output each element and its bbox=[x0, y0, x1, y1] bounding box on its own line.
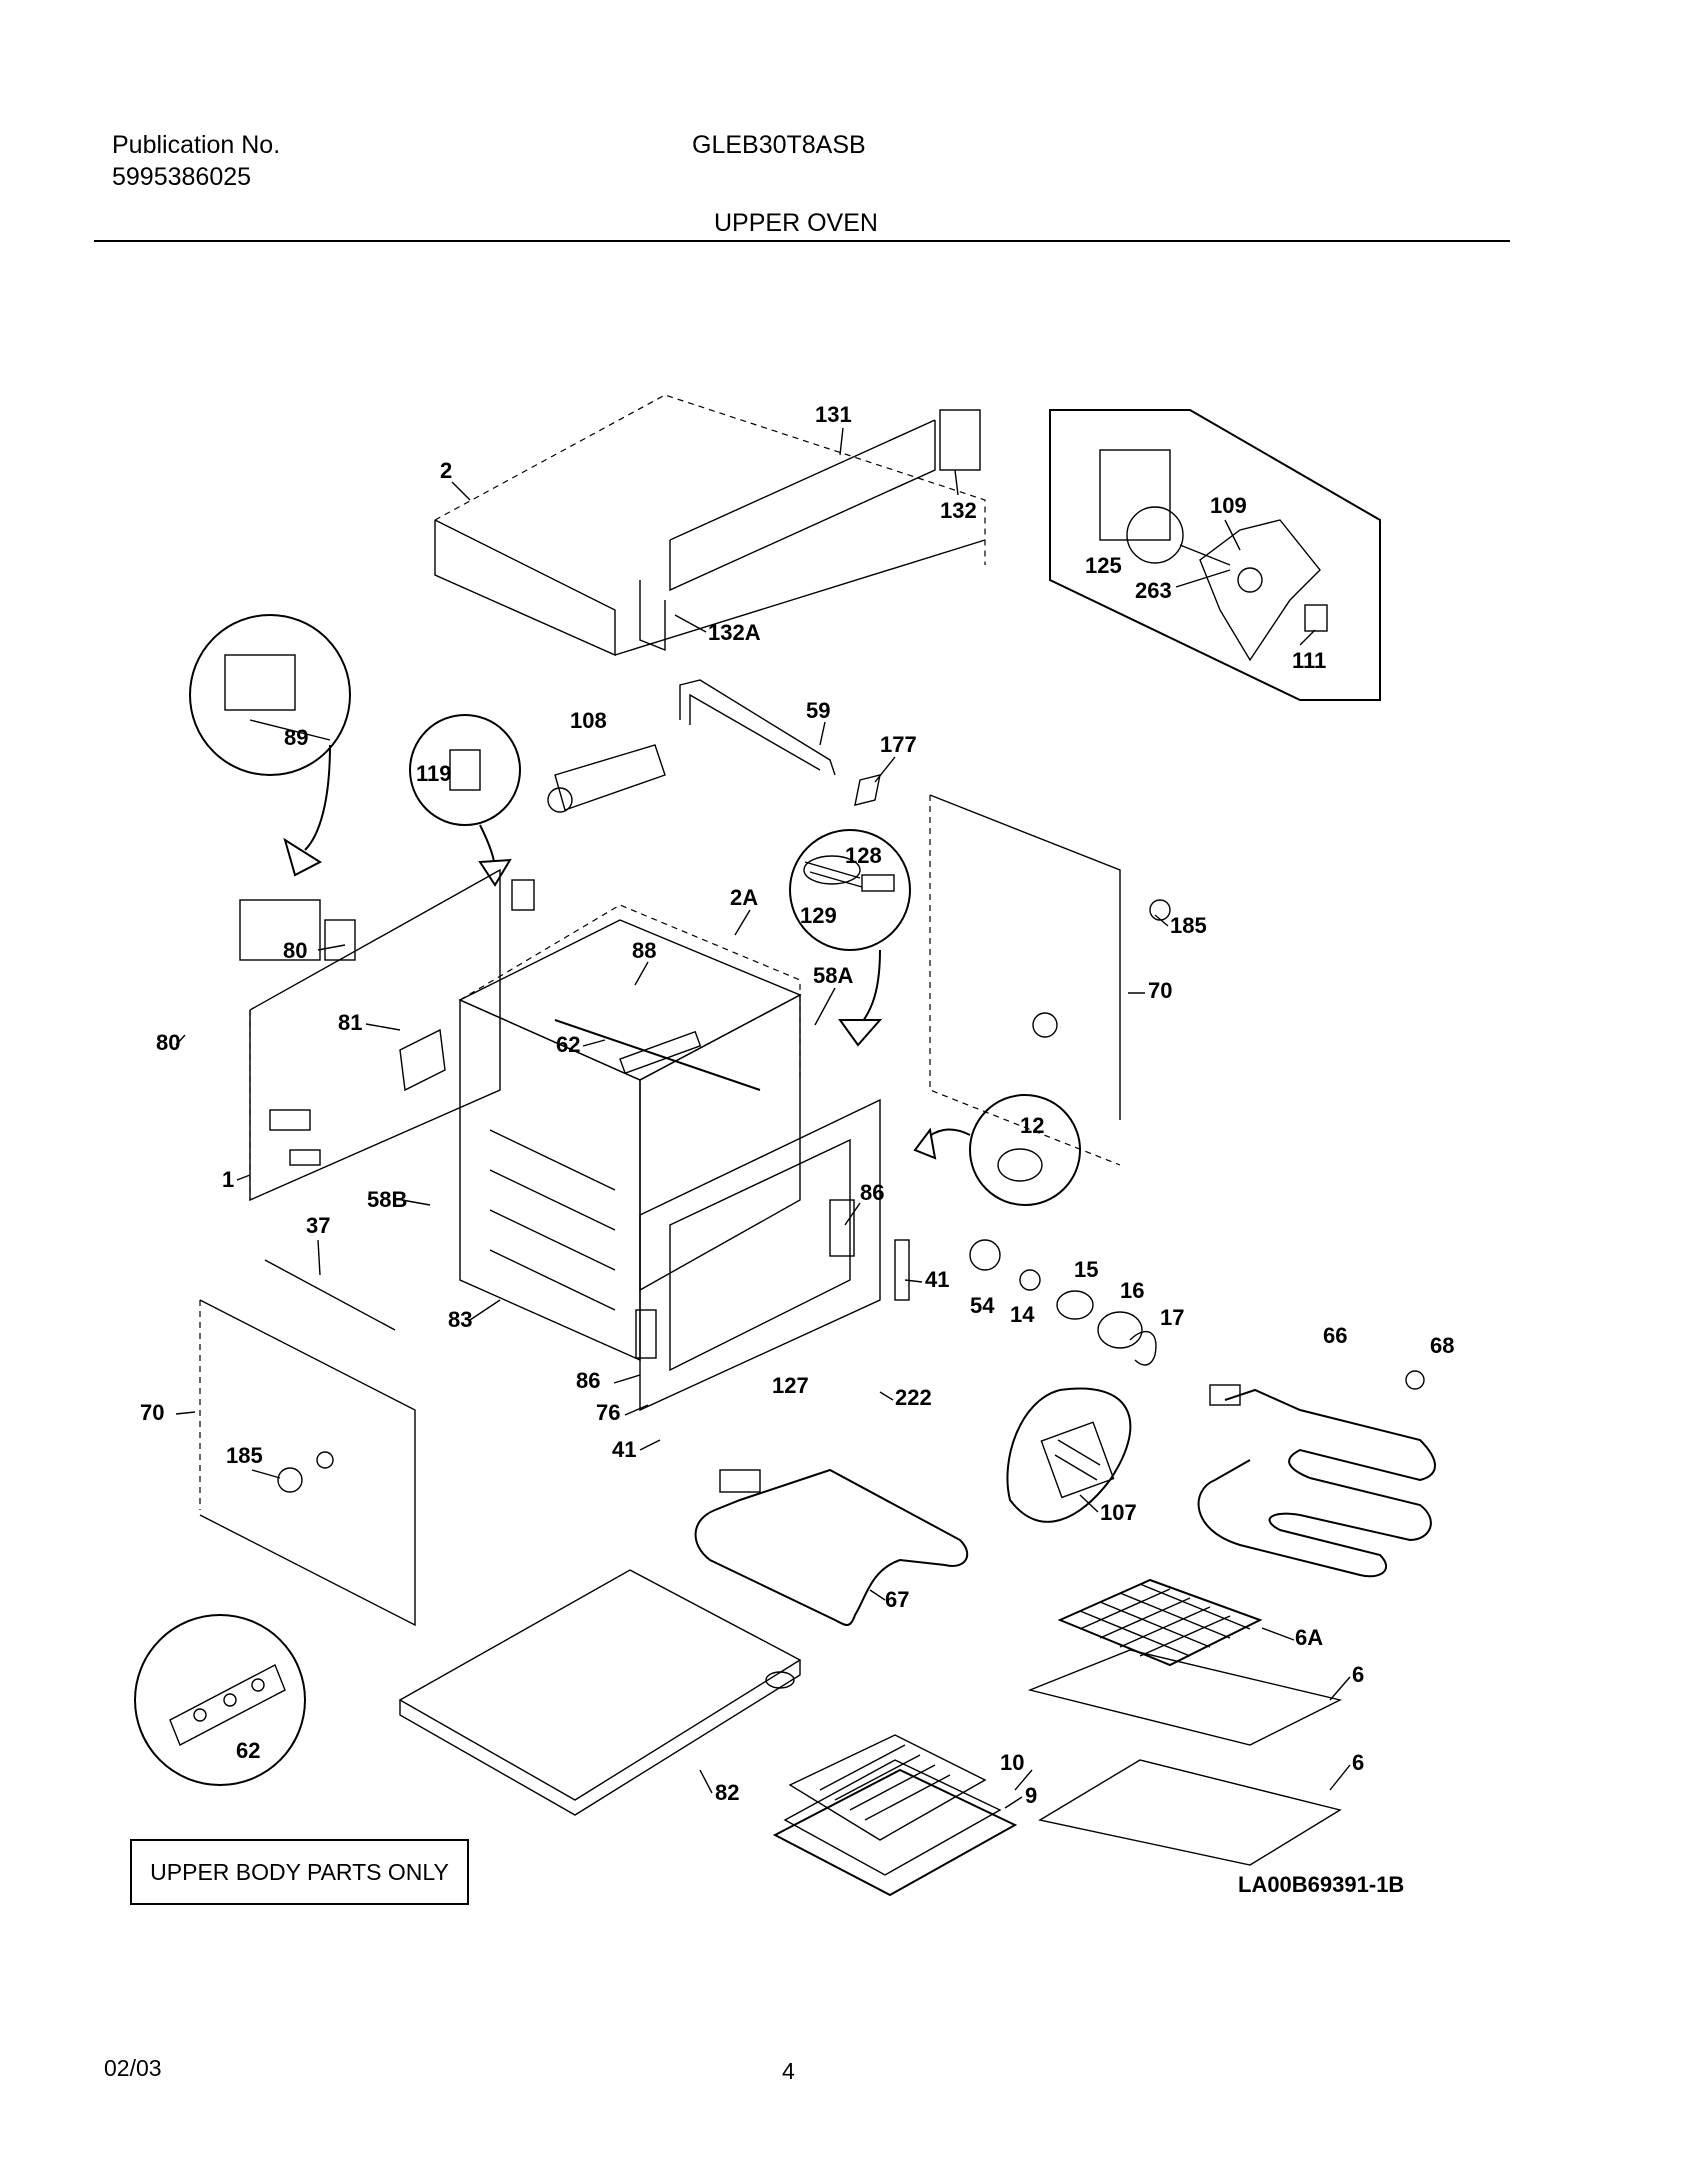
callout-54: 54 bbox=[970, 1293, 995, 1318]
callout-131: 131 bbox=[815, 402, 852, 427]
footer-page-number: 4 bbox=[782, 2058, 795, 2084]
inset-89 bbox=[189, 614, 356, 961]
broil-element-66 bbox=[1197, 1370, 1436, 1578]
callout-108: 108 bbox=[570, 708, 607, 733]
callout-109: 109 bbox=[1210, 493, 1247, 518]
callout-129: 129 bbox=[800, 903, 837, 928]
callout-81: 81 bbox=[338, 1010, 362, 1035]
callout-1: 1 bbox=[222, 1167, 234, 1192]
callout-119: 119 bbox=[416, 761, 452, 786]
section-title: UPPER OVEN bbox=[714, 209, 878, 237]
model-number: GLEB30T8ASB bbox=[692, 131, 866, 159]
callout-83: 83 bbox=[448, 1307, 472, 1332]
callout-labels: 2 131 132 132A 125 109 263 111 89 108 59… bbox=[140, 402, 1454, 1808]
callout-88: 88 bbox=[632, 938, 656, 963]
footer-date: 02/03 bbox=[104, 2055, 162, 2081]
broil-pan bbox=[772, 1734, 1018, 1897]
callout-2a: 2A bbox=[730, 885, 758, 910]
callout-14: 14 bbox=[1010, 1302, 1035, 1327]
callout-127: 127 bbox=[772, 1373, 809, 1398]
callout-222: 222 bbox=[895, 1385, 932, 1410]
oven-cavity bbox=[458, 904, 881, 1412]
upper-body-parts-note: UPPER BODY PARTS ONLY bbox=[130, 1839, 469, 1905]
callout-82: 82 bbox=[715, 1780, 739, 1805]
callout-67: 67 bbox=[885, 1587, 909, 1612]
callout-59: 59 bbox=[806, 698, 830, 723]
callout-177: 177 bbox=[880, 732, 917, 757]
callout-41-right: 41 bbox=[925, 1267, 949, 1292]
callout-132: 132 bbox=[940, 498, 977, 523]
callout-16: 16 bbox=[1120, 1278, 1144, 1303]
bake-element-67 bbox=[694, 1468, 969, 1626]
callout-6-lower: 6 bbox=[1352, 1750, 1364, 1775]
callout-86-lower: 86 bbox=[576, 1368, 600, 1393]
callout-86-upper: 86 bbox=[860, 1180, 884, 1205]
callout-12: 12 bbox=[1020, 1113, 1044, 1138]
left-lower-panel bbox=[199, 1259, 416, 1627]
leader-lines bbox=[175, 427, 1351, 1809]
callout-185-right: 185 bbox=[1170, 913, 1207, 938]
inset-12 bbox=[913, 1094, 1081, 1206]
callout-76: 76 bbox=[596, 1400, 620, 1425]
right-side-panel bbox=[929, 794, 1171, 1166]
callout-125: 125 bbox=[1085, 553, 1122, 578]
oven-racks bbox=[1027, 1578, 1343, 1866]
callout-37: 37 bbox=[306, 1213, 330, 1238]
callout-89: 89 bbox=[284, 725, 308, 750]
publication-label: Publication No. bbox=[112, 131, 281, 159]
callout-70-right: 70 bbox=[1148, 978, 1172, 1003]
header-rule bbox=[94, 240, 1510, 242]
callout-15: 15 bbox=[1074, 1257, 1098, 1282]
callout-111: 111 bbox=[1292, 648, 1326, 673]
callout-66: 66 bbox=[1323, 1323, 1347, 1348]
inset-62 bbox=[134, 1614, 306, 1786]
element-108-and-tube-59 bbox=[547, 679, 881, 813]
publication-number: 5995386025 bbox=[112, 163, 252, 191]
callout-68: 68 bbox=[1430, 1333, 1454, 1358]
callout-70-left: 70 bbox=[140, 1400, 164, 1425]
callout-6a: 6A bbox=[1295, 1625, 1323, 1650]
callout-6-upper: 6 bbox=[1352, 1662, 1364, 1687]
inset-119 bbox=[409, 714, 535, 911]
callout-132a: 132A bbox=[708, 620, 761, 645]
bottom-panel-82 bbox=[398, 1569, 802, 1816]
callout-58a: 58A bbox=[813, 963, 853, 988]
callout-9: 9 bbox=[1025, 1783, 1037, 1808]
light-assembly bbox=[894, 1239, 1157, 1366]
top-panel-assembly bbox=[434, 394, 986, 657]
callout-263: 263 bbox=[1135, 578, 1172, 603]
callout-185-left: 185 bbox=[226, 1443, 263, 1468]
callout-80-lower: 80 bbox=[156, 1030, 180, 1055]
fan-cover-107 bbox=[1006, 1387, 1132, 1523]
callout-17: 17 bbox=[1160, 1305, 1184, 1330]
callout-128: 128 bbox=[845, 843, 882, 868]
inset-128-129 bbox=[789, 829, 911, 1047]
left-side-panel bbox=[249, 868, 501, 1202]
callout-107: 107 bbox=[1100, 1500, 1137, 1525]
callout-62-cavity: 62 bbox=[556, 1032, 580, 1057]
callout-62-inset: 62 bbox=[236, 1738, 260, 1763]
callout-2: 2 bbox=[440, 458, 452, 483]
callout-41-left: 41 bbox=[612, 1437, 636, 1462]
callout-58b: 58B bbox=[367, 1187, 407, 1212]
callout-80-upper: 80 bbox=[283, 938, 307, 963]
callout-10: 10 bbox=[1000, 1750, 1024, 1775]
drawing-code: LA00B69391-1B bbox=[1238, 1872, 1405, 1897]
convection-fan-inset bbox=[1049, 409, 1381, 701]
